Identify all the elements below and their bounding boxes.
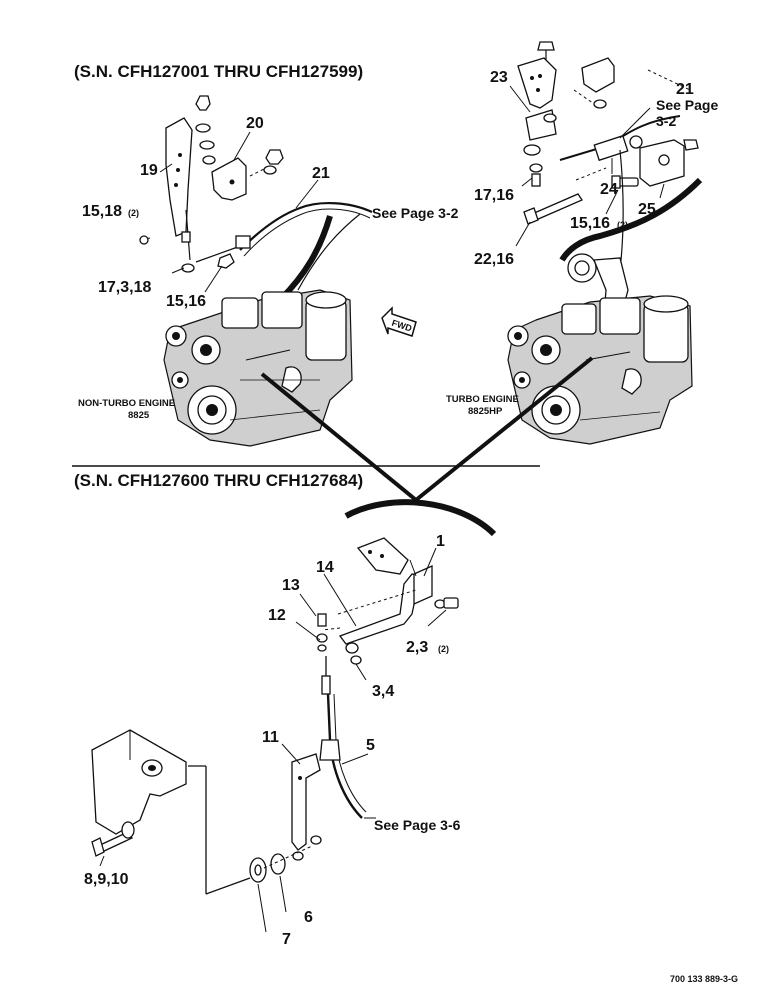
callout-8-9-10: 8,9,10 bbox=[84, 871, 129, 888]
upper-section-title: (S.N. CFH127001 THRU CFH127599) bbox=[74, 62, 363, 81]
callout-6: 6 bbox=[304, 909, 313, 926]
right-engine-caption-line2: 8825HP bbox=[468, 406, 503, 417]
lower-assembly bbox=[91, 537, 459, 933]
bracket-23 bbox=[517, 57, 557, 109]
callout-21-right: 21 bbox=[676, 81, 694, 98]
plate-1 bbox=[413, 564, 433, 606]
callout-15-18-qty: (2) bbox=[128, 208, 139, 218]
callout-21-left: 21 bbox=[312, 165, 330, 182]
see-page-3-6: See Page 3-6 bbox=[374, 817, 461, 833]
callout-7: 7 bbox=[282, 931, 291, 948]
callout-15-16-left: 15,16 bbox=[166, 293, 206, 310]
section-link-lines bbox=[260, 356, 594, 537]
callout-23: 23 bbox=[490, 69, 508, 86]
callout-15-16-right: 15,16 bbox=[570, 215, 610, 232]
callout-15-16-right-qty: (2) bbox=[617, 220, 628, 230]
support-bracket bbox=[91, 729, 187, 835]
callout-20: 20 bbox=[246, 115, 264, 132]
callout-arc-right bbox=[559, 177, 703, 262]
callout-2-3-qty: (2) bbox=[438, 644, 449, 654]
callout-14: 14 bbox=[316, 559, 334, 576]
callout-22-16: 22,16 bbox=[474, 251, 514, 268]
fwd-arrow-icon: FWD bbox=[381, 306, 417, 337]
callout-1: 1 bbox=[436, 533, 445, 550]
left-engine-caption-line2: 8825 bbox=[128, 410, 150, 421]
bracket-20 bbox=[211, 157, 247, 201]
left-engine-caption-line1: NON-TURBO ENGINE bbox=[78, 398, 175, 409]
figure-id: 700 133 889-3-G bbox=[670, 974, 738, 984]
right-engine-caption-line1: TURBO ENGINE bbox=[446, 394, 519, 405]
callout-17-16: 17,16 bbox=[474, 187, 514, 204]
callout-25: 25 bbox=[638, 201, 656, 218]
callout-12: 12 bbox=[268, 607, 286, 624]
callout-arc-left bbox=[277, 215, 333, 303]
lower-section-title: (S.N. CFH127600 THRU CFH127684) bbox=[74, 471, 363, 490]
nut-top bbox=[195, 95, 211, 111]
see-page-3-2-left: See Page 3-2 bbox=[372, 205, 459, 221]
bracket-14 bbox=[338, 573, 421, 645]
right-upper-assembly bbox=[509, 41, 703, 321]
callout-15-18: 15,18 bbox=[82, 203, 122, 220]
non-turbo-engine-drawing: NON-TURBO ENGINE 8825 bbox=[78, 289, 353, 447]
callout-5: 5 bbox=[366, 737, 375, 754]
cable-clamp-24 bbox=[593, 134, 629, 162]
left-upper-assembly bbox=[139, 95, 373, 303]
bracket-19 bbox=[165, 117, 193, 237]
callout-24: 24 bbox=[600, 181, 618, 198]
turbo-engine-drawing: TURBO ENGINE 8825HP bbox=[446, 253, 693, 445]
callout-17-3-18: 17,3,18 bbox=[98, 279, 151, 296]
callout-2-3: 2,3 bbox=[406, 639, 428, 656]
callout-19: 19 bbox=[140, 162, 158, 179]
washer-6 bbox=[270, 853, 286, 875]
callout-11: 11 bbox=[262, 729, 279, 746]
see-3-2-right: 3-2 bbox=[656, 113, 676, 129]
see-page-right: See Page bbox=[656, 97, 718, 113]
callout-3-4: 3,4 bbox=[372, 683, 394, 700]
callout-13: 13 bbox=[282, 577, 300, 594]
